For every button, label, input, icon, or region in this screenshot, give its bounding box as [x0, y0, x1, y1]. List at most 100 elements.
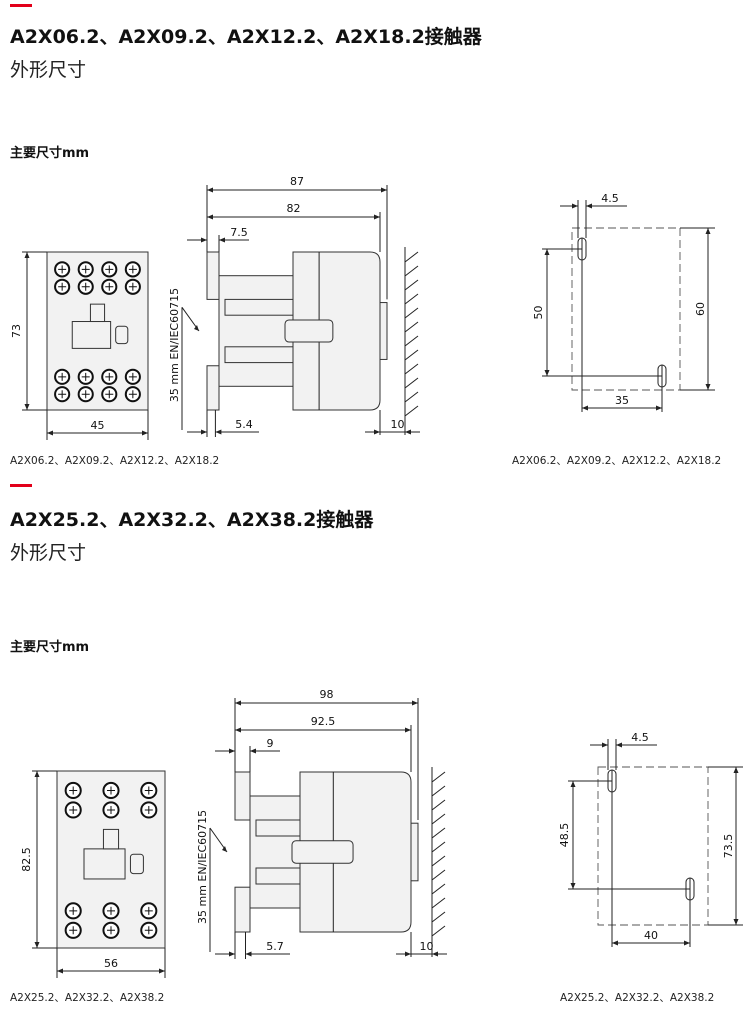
screw-slot	[81, 282, 90, 291]
screw-slot	[69, 906, 78, 915]
dimension-label: 10	[391, 418, 405, 431]
extension-line	[431, 925, 446, 937]
dims-heading: 主要尺寸mm	[10, 146, 90, 161]
dims-heading: 主要尺寸mm	[10, 640, 90, 655]
slot	[224, 298, 294, 316]
arrowhead	[222, 846, 227, 852]
dimension-label: 40	[644, 929, 658, 942]
extension-line	[431, 813, 446, 825]
extension-line	[431, 883, 446, 895]
screw-slot	[105, 372, 114, 381]
actuator	[291, 840, 354, 864]
label-tab	[129, 853, 144, 875]
caption-left: A2X06.2、A2X09.2、A2X12.2、A2X18.2	[10, 455, 220, 467]
caption-right: A2X25.2、A2X32.2、A2X38.2	[560, 992, 715, 1004]
dimension-label: 35 mm EN/IEC60715	[196, 810, 209, 924]
extension-line	[431, 771, 446, 783]
actuator	[284, 319, 334, 343]
extension-line	[431, 855, 446, 867]
dimension-label: 48.5	[558, 823, 571, 848]
arrowhead	[602, 742, 622, 748]
dimension-label: 5.7	[266, 940, 284, 953]
screw-slot	[81, 372, 90, 381]
screw-slot	[105, 390, 114, 399]
indicator-window	[102, 828, 120, 850]
screw-slot	[107, 786, 115, 795]
screw-slot	[58, 390, 67, 399]
extension-line	[404, 405, 419, 417]
screw-slot	[105, 282, 114, 291]
screw-slot	[58, 282, 67, 291]
slot	[255, 867, 301, 885]
auxiliary-block	[83, 848, 126, 880]
arrowhead	[572, 203, 592, 209]
rail-clip	[206, 365, 220, 411]
screw-slot	[144, 926, 153, 935]
dimension-label: 4.5	[601, 192, 619, 205]
screw-slot	[69, 926, 78, 935]
extension-line	[404, 307, 419, 319]
screw-slot	[144, 786, 153, 795]
extension-line	[431, 841, 446, 853]
rear-clip	[379, 302, 388, 360]
dimension-label: 82	[287, 202, 301, 215]
screw-slot	[105, 265, 114, 274]
rail-clip	[234, 771, 251, 821]
extension-line	[431, 869, 446, 881]
section-title: A2X25.2、A2X32.2、A2X38.2接触器	[10, 509, 374, 531]
screw-slot	[128, 265, 137, 274]
dimension-label: 82.5	[20, 847, 33, 872]
caption-right: A2X06.2、A2X09.2、A2X12.2、A2X18.2	[512, 455, 722, 467]
dimension-label: 87	[290, 175, 304, 188]
side-view: 87 82 7.5 5.4 10 35 mm EN/IEC60715	[168, 175, 420, 437]
screw-slot	[128, 282, 137, 291]
extension-line	[404, 391, 419, 403]
dimension-label: 73.5	[722, 834, 735, 859]
screw-slot	[81, 265, 90, 274]
dimension-label: 35 mm EN/IEC60715	[168, 288, 181, 402]
dimension-label: 4.5	[631, 731, 649, 744]
extension-line	[404, 321, 419, 333]
dimension-label: 7.5	[230, 226, 248, 239]
extension-line	[404, 349, 419, 361]
screw-slot	[107, 805, 115, 814]
extension-line	[404, 251, 419, 263]
rail-clip	[234, 886, 251, 933]
extension-line	[431, 897, 446, 909]
extension-line	[404, 279, 419, 291]
housing-main	[292, 251, 381, 411]
rear-clip	[410, 822, 419, 882]
screw-slot	[144, 906, 153, 915]
screw-slot	[58, 265, 67, 274]
slot	[224, 346, 294, 364]
dimension-label: 5.4	[235, 418, 253, 431]
screw-slot	[69, 786, 78, 795]
extension-line	[404, 363, 419, 375]
dimension-label: 98	[320, 688, 334, 701]
section-subtitle: 外形尺寸	[10, 542, 87, 564]
rail-clip	[206, 251, 220, 300]
screw-slot	[107, 906, 115, 915]
extension-line	[404, 377, 419, 389]
section-title: A2X06.2、A2X09.2、A2X12.2、A2X18.2接触器	[10, 26, 482, 48]
screw-slot	[81, 390, 90, 399]
extension-line	[404, 293, 419, 305]
screw-slot	[144, 805, 153, 814]
screw-slot	[128, 390, 137, 399]
dimension-label: 35	[615, 394, 629, 407]
screw-slot	[58, 372, 67, 381]
extension-line	[404, 265, 419, 277]
dimension-label: 10	[420, 940, 434, 953]
extension-line	[431, 911, 446, 923]
outline-dashed	[571, 227, 681, 391]
extension-line	[431, 799, 446, 811]
screw-slot	[69, 805, 78, 814]
front-view: 82.556	[20, 770, 166, 978]
dimension-label: 92.5	[311, 715, 336, 728]
accent-bar	[10, 484, 32, 487]
